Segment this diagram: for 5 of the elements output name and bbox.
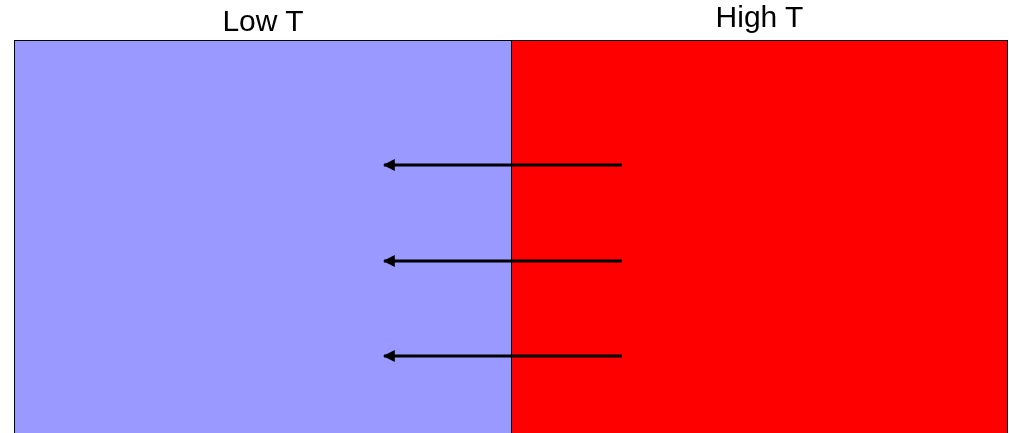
arrow	[382, 159, 622, 171]
arrow	[382, 350, 622, 362]
region-heading: Low T	[221, 4, 305, 38]
arrow	[382, 255, 622, 267]
region-heading: High T	[714, 0, 805, 34]
